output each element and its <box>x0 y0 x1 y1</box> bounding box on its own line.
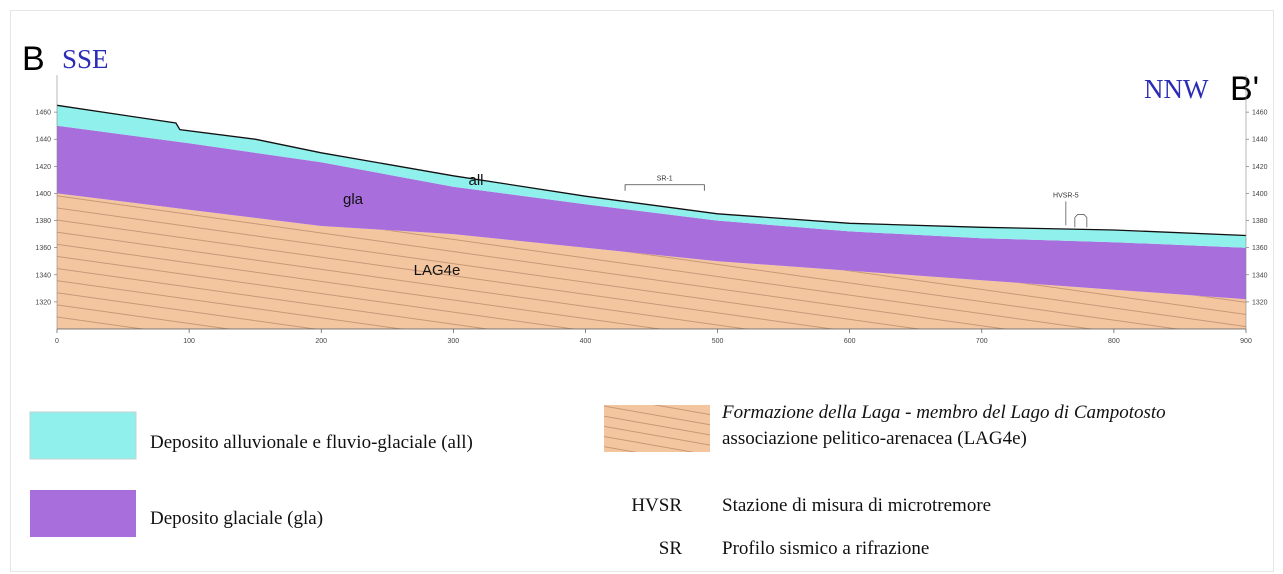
x-tick-label: 200 <box>315 338 327 345</box>
y-tick-label-left: 1380 <box>35 218 51 225</box>
x-tick-label: 900 <box>1240 338 1252 345</box>
section-start-letter: B <box>22 40 45 78</box>
legend-hvsr-text: Stazione di misura di microtremore <box>722 495 992 516</box>
y-tick-label-left: 1460 <box>35 110 51 117</box>
x-tick-label: 800 <box>1108 338 1120 345</box>
legend-all-text: Deposito alluvionale e fluvio-glaciale (… <box>150 432 473 453</box>
section-start-direction: SSE <box>62 44 109 74</box>
x-tick-label: 300 <box>447 338 459 345</box>
sr-profile-label: SR-1 <box>657 176 673 183</box>
legend-gla-text: Deposito glaciale (gla) <box>150 508 324 529</box>
legend-hvsr-code: HVSR <box>631 495 682 516</box>
topographic-surface <box>56 104 1247 237</box>
y-tick-label-left: 1420 <box>35 164 51 171</box>
y-tick-label-right: 1360 <box>1252 245 1268 252</box>
y-tick-label-left: 1400 <box>35 191 51 198</box>
y-tick-label-right: 1460 <box>1252 110 1268 117</box>
legend-lag-swatch <box>604 405 710 452</box>
layer-all <box>57 105 1246 248</box>
y-tick-label-left: 1440 <box>35 137 51 144</box>
x-tick-label: 400 <box>580 338 592 345</box>
label-all: all <box>468 172 483 189</box>
x-tick-label: 600 <box>844 338 856 345</box>
y-tick-label-right: 1320 <box>1252 299 1268 306</box>
layer-gla <box>57 125 1246 300</box>
x-tick-label: 700 <box>976 338 988 345</box>
section-end-letter: B' <box>1230 70 1260 108</box>
y-tick-label-right: 1340 <box>1252 272 1268 279</box>
sr-profile-bracket <box>624 184 705 191</box>
legend-gla-swatch <box>30 490 136 537</box>
y-tick-label-left: 1340 <box>35 272 51 279</box>
hvsr-station-symbol <box>1074 214 1088 228</box>
x-tick-label: 0 <box>55 338 59 345</box>
y-tick-label-right: 1440 <box>1252 137 1268 144</box>
y-tick-label-right: 1420 <box>1252 164 1268 171</box>
hvsr-station-label: HVSR-5 <box>1053 192 1079 199</box>
legend-all-swatch <box>29 411 137 460</box>
legend-lag-line1: Formazione della Laga - membro del Lago … <box>722 402 1166 423</box>
legend-sr-text: Profilo sismico a rifrazione <box>722 538 930 559</box>
label-gla: gla <box>343 191 364 208</box>
y-tick-label-right: 1400 <box>1252 191 1268 198</box>
x-tick-label: 500 <box>712 338 724 345</box>
label-lag4e: LAG4e <box>414 262 461 279</box>
section-end-direction: NNW <box>1144 74 1209 104</box>
layer-lag4e <box>57 193 1246 329</box>
y-tick-label-left: 1360 <box>35 245 51 252</box>
y-tick-label-right: 1380 <box>1252 218 1268 225</box>
legend-lag-line2: associazione pelitico-arenacea (LAG4e) <box>722 428 1027 449</box>
x-tick-label: 100 <box>183 338 195 345</box>
legend-sr-code: SR <box>658 538 682 559</box>
y-tick-label-left: 1320 <box>35 299 51 306</box>
